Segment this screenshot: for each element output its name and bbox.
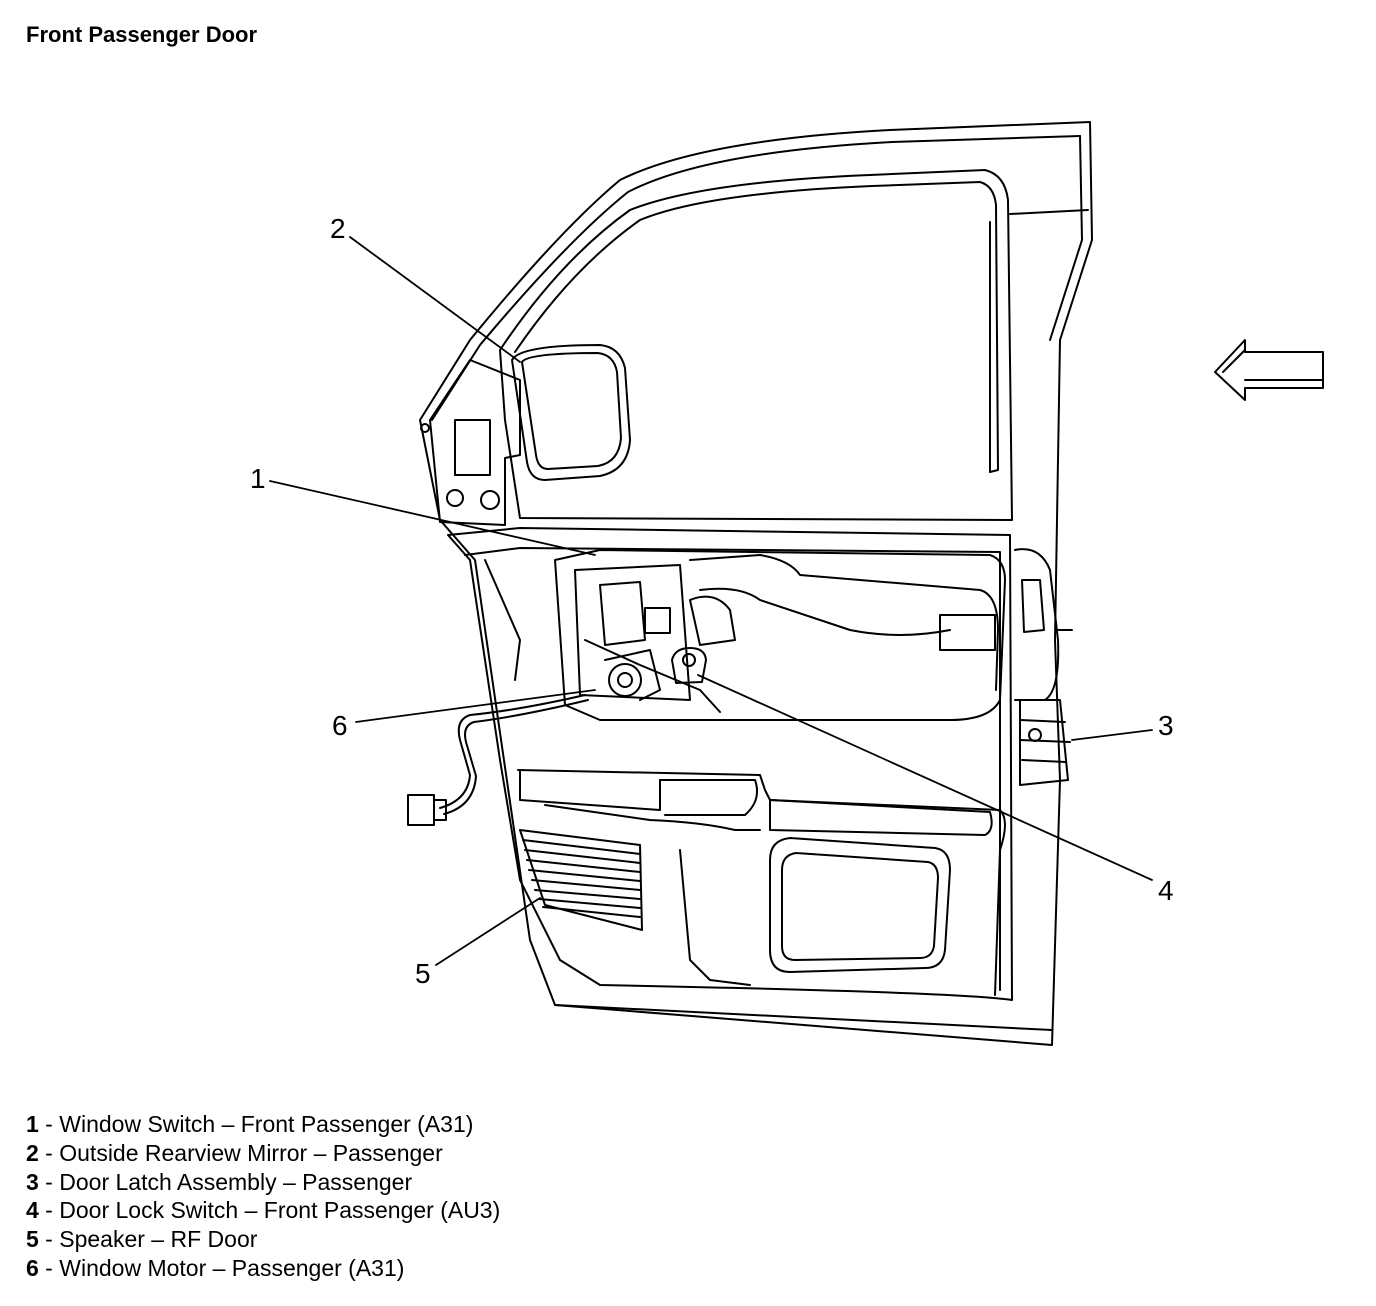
- callout-6: 6: [332, 710, 348, 741]
- legend-item-4: 4 - Door Lock Switch – Front Passenger (…: [26, 1197, 501, 1224]
- callout-5: 5: [415, 958, 431, 989]
- left-arrow-icon: [1214, 339, 1324, 401]
- leader-line-6: [355, 689, 596, 723]
- callout-1: 1: [250, 463, 266, 494]
- callout-numbers: 1 2 3 4 5 6: [250, 213, 1174, 989]
- legend: 1 - Window Switch – Front Passenger (A31…: [26, 1110, 500, 1283]
- legend-item-3: 3 - Door Latch Assembly – Passenger: [26, 1168, 413, 1195]
- door-lock-switch: [671, 647, 707, 684]
- page-title: Front Passenger Door: [26, 22, 258, 47]
- door-trim-panel: [447, 527, 1013, 1001]
- leader-line-3: [1071, 729, 1153, 741]
- leader-line-2: [349, 236, 521, 363]
- callout-4: 4: [1158, 875, 1174, 906]
- leader-line-1: [269, 480, 596, 556]
- window-motor: [584, 639, 721, 713]
- callout-2: 2: [330, 213, 346, 244]
- leader-line-4: [697, 674, 1153, 881]
- legend-item-2: 2 - Outside Rearview Mirror – Passenger: [26, 1139, 443, 1166]
- outside-rearview-mirror: [420, 344, 631, 526]
- wiring-harness: [407, 694, 589, 826]
- armrest-module: [554, 549, 1006, 721]
- map-pocket: [517, 769, 1006, 996]
- callout-3: 3: [1158, 710, 1174, 741]
- speaker-grille: [519, 829, 643, 931]
- legend-item-5: 5 - Speaker – RF Door: [26, 1226, 258, 1253]
- leader-lines: [269, 236, 1153, 966]
- door-latch-assembly: [1014, 548, 1073, 786]
- door-frame: [419, 121, 1093, 1046]
- window-opening: [499, 169, 1013, 521]
- legend-item-1: 1 - Window Switch – Front Passenger (A31…: [26, 1111, 474, 1137]
- legend-item-6: 6 - Window Motor – Passenger (A31): [26, 1254, 405, 1281]
- leader-line-5: [435, 897, 541, 966]
